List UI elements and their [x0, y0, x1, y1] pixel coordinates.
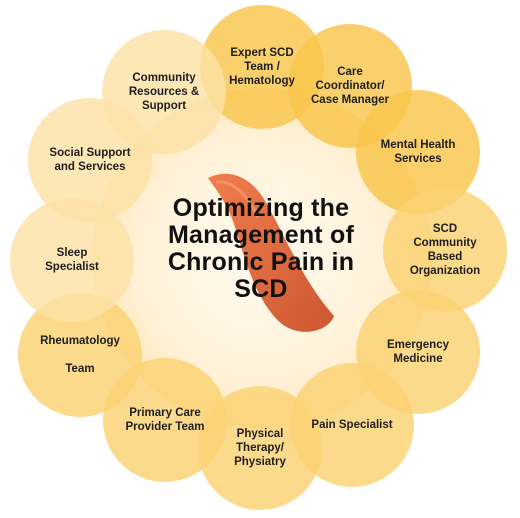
node-circle [383, 188, 507, 312]
node-circle [102, 30, 226, 154]
node-circle [103, 358, 227, 482]
sickle-red-blood-cell-icon [208, 173, 334, 332]
center-title: Optimizing the Management of Chronic Pai… [167, 194, 355, 303]
node-circle [10, 198, 134, 322]
node-circle [356, 90, 480, 214]
node-circle [18, 293, 142, 417]
node-circle [198, 386, 322, 510]
